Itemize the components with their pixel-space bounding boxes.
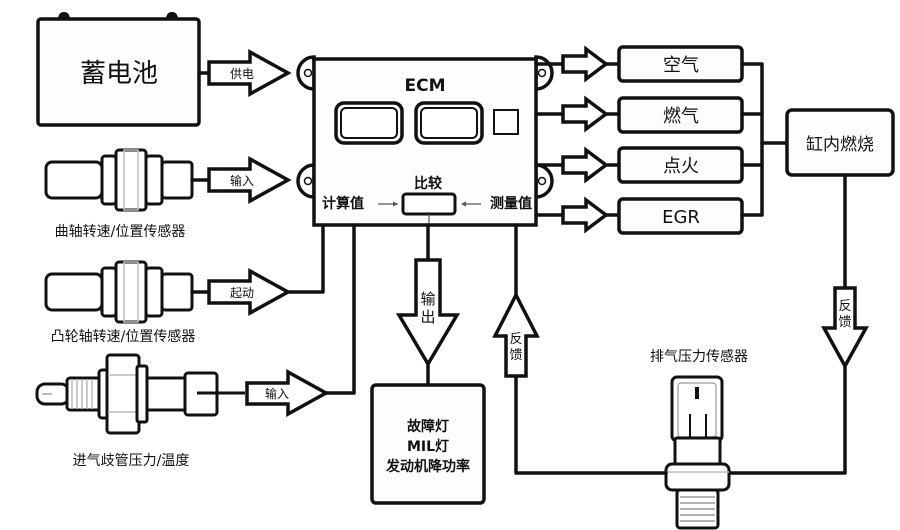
- output-arrow-line2: 出: [420, 308, 435, 326]
- ecm-title: ECM: [404, 76, 445, 96]
- ecm-unit: ECM 比较 计算值 测量值: [296, 55, 554, 227]
- feedback-left-line: [514, 374, 668, 475]
- supply-arrow: 供电: [197, 49, 292, 97]
- feedback-down-line1: 反: [838, 299, 851, 314]
- ecm-output-arrows: [534, 45, 621, 234]
- fault-box-line3: 发动机降功率: [385, 458, 470, 475]
- ecm-connector-2: [414, 101, 484, 145]
- ecm-connector-small: [493, 109, 519, 135]
- cam-sensor-label: 凸轮轴转速/位置传感器: [51, 328, 196, 345]
- actuator-ignition-label: 点火: [663, 156, 699, 177]
- fault-box-line1: 故障灯: [407, 418, 449, 435]
- supply-arrow-label: 供电: [230, 67, 254, 81]
- map-to-ecm-line: [324, 223, 356, 395]
- crank-input-arrow: 输入: [207, 156, 292, 204]
- actuator-air-label: 空气: [663, 55, 699, 76]
- ecm-mount-left-top: [296, 55, 316, 91]
- output-arrow-egr: [561, 196, 609, 234]
- cam-start-arrow: 起动: [207, 268, 292, 316]
- compare-block: [401, 192, 457, 216]
- map-sensor: 进气歧管压力/温度: [35, 353, 245, 469]
- feedback-up-line1: 反: [509, 332, 522, 347]
- ecm-mount-left-bottom: [296, 163, 316, 199]
- cam-start-arrow-label: 起动: [230, 286, 254, 300]
- output-down-arrow: 输 出: [395, 258, 461, 368]
- crank-sensor: 曲轴转速/位置传感器: [44, 148, 211, 240]
- cam-to-ecm-line: [286, 223, 325, 294]
- battery: 蓄电池: [36, 12, 201, 127]
- exhaust-sensor: [664, 375, 731, 530]
- feedback-up-line2: 馈: [509, 348, 522, 363]
- map-input-arrow-label: 输入: [265, 386, 289, 401]
- feedback-up-arrow: 反 馈: [492, 291, 540, 378]
- feedback-right-line: [728, 364, 847, 475]
- feedback-down-arrow: 反 馈: [821, 286, 869, 370]
- cam-sensor: 凸轮轴转速/位置传感器: [44, 260, 211, 345]
- crank-input-arrow-label: 输入: [230, 173, 254, 188]
- compare-label: 比较: [414, 175, 442, 192]
- actuator-air: 空气: [617, 45, 744, 83]
- feedback-down-line2: 馈: [838, 315, 851, 330]
- actuator-gas-label: 燃气: [663, 106, 699, 127]
- measured-value-label: 测量值: [490, 195, 532, 212]
- combustion-label: 缸内燃烧: [806, 134, 874, 155]
- crank-sensor-label: 曲轴转速/位置传感器: [55, 223, 186, 240]
- fault-box-line2: MIL灯: [407, 438, 449, 455]
- actuator-egr: EGR: [617, 197, 744, 235]
- output-arrow-ignition: [561, 146, 609, 184]
- actuator-gas: 燃气: [617, 96, 744, 134]
- combustion-box: 缸内燃烧: [785, 108, 895, 177]
- exhaust-sensor-label: 排气压力传感器: [650, 348, 748, 365]
- calculated-value-label: 计算值: [322, 195, 364, 212]
- battery-label: 蓄电池: [80, 59, 158, 89]
- map-sensor-label: 进气歧管压力/温度: [73, 453, 190, 469]
- output-arrow-line1: 输: [420, 290, 435, 308]
- output-arrow-air: [561, 45, 609, 83]
- actuator-collector: [740, 62, 764, 217]
- ecm-connector-1: [334, 101, 404, 145]
- fault-box: 故障灯 MIL灯 发动机降功率: [370, 383, 486, 505]
- actuator-egr-label: EGR: [662, 207, 700, 228]
- map-input-arrow: 输入: [245, 369, 330, 417]
- actuator-ignition: 点火: [617, 146, 744, 184]
- output-arrow-gas: [561, 95, 609, 133]
